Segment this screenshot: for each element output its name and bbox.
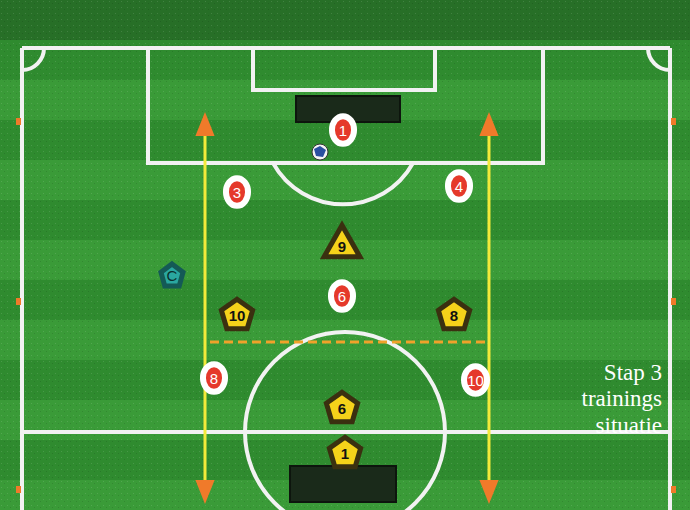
player-number: 4 bbox=[455, 179, 463, 194]
red-player: 3 bbox=[225, 177, 249, 207]
red-player: 10 bbox=[463, 365, 488, 395]
player-number: 8 bbox=[210, 371, 218, 386]
red-player: 4 bbox=[447, 171, 471, 201]
player-number: 1 bbox=[341, 443, 349, 461]
yellow-player: 1 bbox=[328, 436, 362, 468]
player-number: 10 bbox=[467, 373, 484, 388]
step-label: Stap 3 trainings situatie bbox=[544, 360, 662, 439]
red-player: 8 bbox=[202, 363, 226, 393]
player-number: 8 bbox=[450, 305, 458, 323]
player-number: 10 bbox=[229, 305, 246, 323]
player-number: C bbox=[167, 268, 178, 283]
player-number: 6 bbox=[338, 398, 346, 416]
red-player: 1 bbox=[331, 115, 355, 145]
yellow-striker: 9 bbox=[323, 224, 361, 258]
yellow-player: 8 bbox=[437, 298, 471, 330]
player-number: 6 bbox=[338, 289, 346, 304]
coach-marker: C bbox=[160, 263, 184, 287]
player-number: 3 bbox=[233, 185, 241, 200]
yellow-player: 10 bbox=[220, 298, 254, 330]
player-number: 9 bbox=[338, 229, 346, 254]
player-number: 1 bbox=[339, 123, 347, 138]
yellow-player: 6 bbox=[325, 391, 359, 423]
red-player: 6 bbox=[330, 281, 354, 311]
